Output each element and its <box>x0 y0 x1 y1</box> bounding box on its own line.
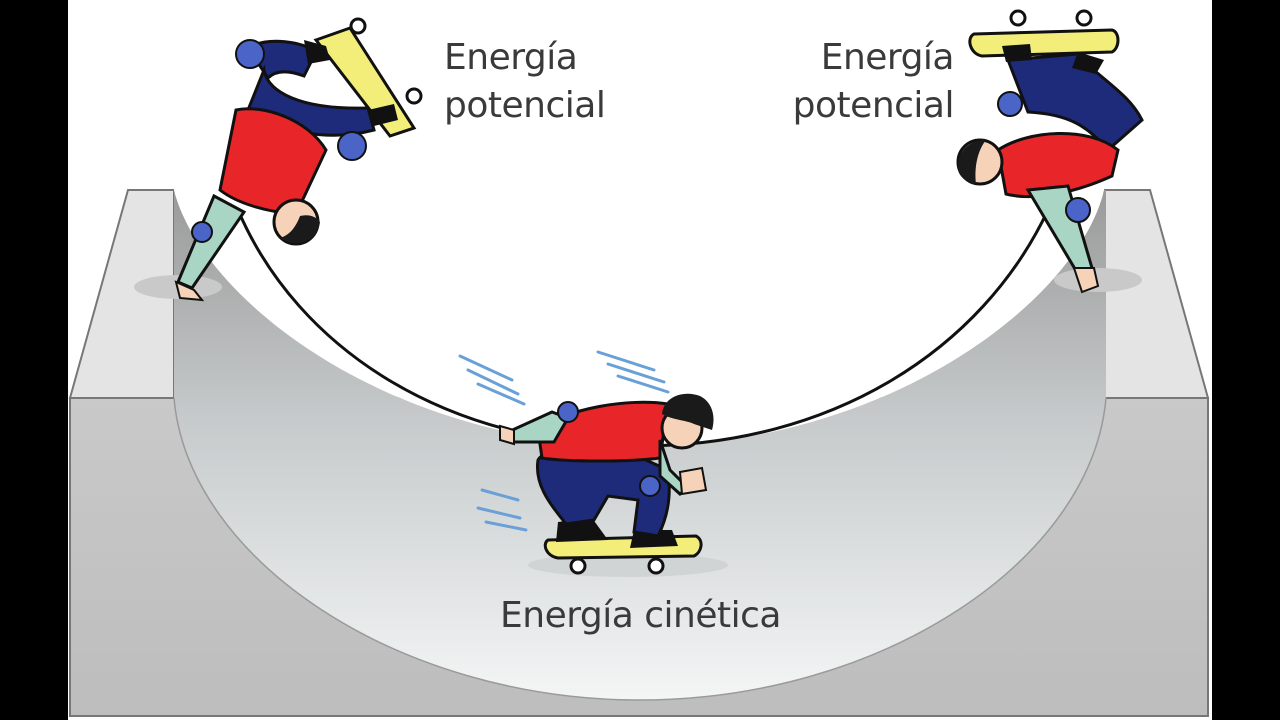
label-line: potencial <box>792 85 955 126</box>
label-line: potencial <box>444 85 606 126</box>
label-kinetic-energy: Energía cinética <box>500 595 781 636</box>
motion-lines-icon <box>458 350 670 532</box>
skater-bottom-icon <box>499 393 714 575</box>
skater-top-right-icon <box>956 9 1144 294</box>
half-pipe-scene <box>68 0 1210 717</box>
skater-top-left-icon <box>174 17 423 302</box>
label-line: Energía <box>820 37 955 78</box>
diagram-frame: Energía potencial Energía potencial Ener… <box>68 0 1212 720</box>
label-potential-energy-right: Energía potencial <box>792 34 955 130</box>
label-line: Energía <box>444 37 578 78</box>
label-potential-energy-left: Energía potencial <box>444 34 606 130</box>
